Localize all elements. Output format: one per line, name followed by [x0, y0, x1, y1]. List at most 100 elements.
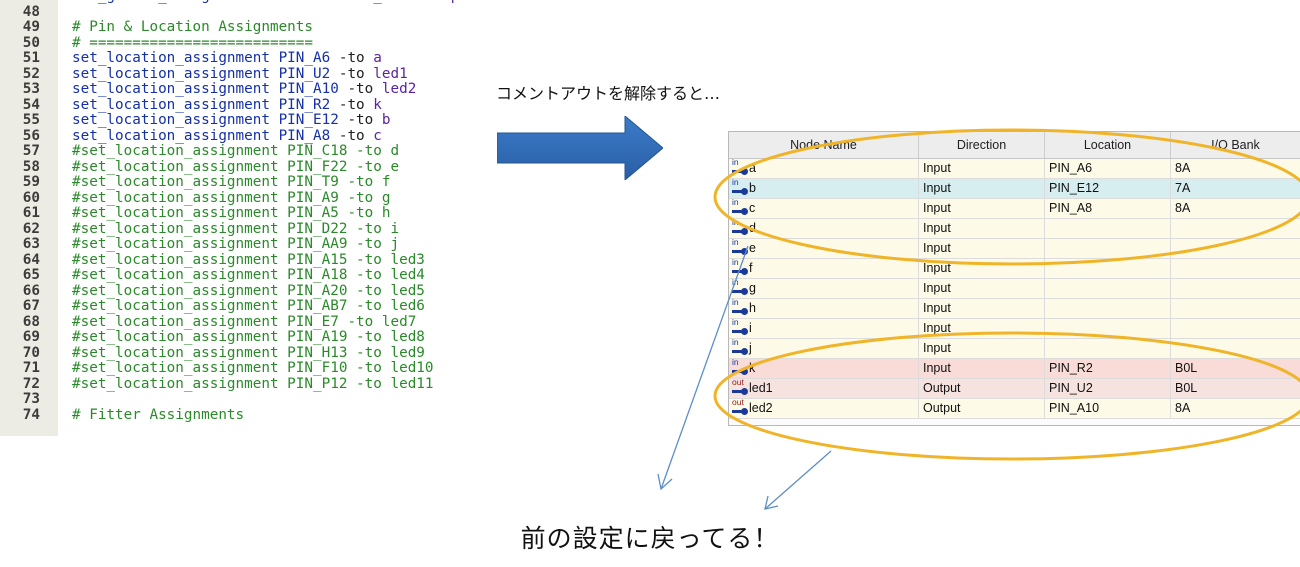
location-cell[interactable]: PIN_R2	[1045, 359, 1171, 378]
io-bank-cell[interactable]	[1171, 279, 1300, 298]
code-line[interactable]: 58#set_location_assignment PIN_F22 -to e	[0, 159, 500, 176]
code-line[interactable]: 59#set_location_assignment PIN_T9 -to f	[0, 174, 500, 191]
header-direction[interactable]: Direction	[919, 132, 1045, 158]
code-line[interactable]: 74# Fitter Assignments	[0, 407, 500, 424]
pin-assignment-table[interactable]: Node Name Direction Location I/O Bank in…	[728, 131, 1300, 426]
io-bank-cell[interactable]: 8A	[1175, 201, 1191, 215]
location-cell[interactable]: PIN_A8	[1045, 199, 1171, 218]
code-line[interactable]: 57#set_location_assignment PIN_C18 -to d	[0, 143, 500, 160]
code-line[interactable]: 69#set_location_assignment PIN_A19 -to l…	[0, 329, 500, 346]
code-line[interactable]: 64#set_location_assignment PIN_A15 -to l…	[0, 252, 500, 269]
code-line[interactable]: 71#set_location_assignment PIN_F10 -to l…	[0, 360, 500, 377]
location-cell[interactable]	[1045, 299, 1171, 318]
location-cell[interactable]	[1045, 219, 1171, 238]
code-line[interactable]: 70#set_location_assignment PIN_H13 -to l…	[0, 345, 500, 362]
location-cell[interactable]: PIN_A10	[1045, 399, 1171, 418]
io-bank-cell[interactable]: 8A	[1175, 161, 1191, 175]
io-bank-cell[interactable]	[1171, 339, 1300, 358]
code-line[interactable]: 73	[0, 391, 500, 408]
code-line[interactable]: 50# ==========================	[0, 35, 500, 52]
direction-cell[interactable]: Input	[919, 199, 1045, 218]
direction-cell[interactable]: Input	[919, 179, 1045, 198]
code-line[interactable]: 66#set_location_assignment PIN_A20 -to l…	[0, 283, 500, 300]
line-number: 61	[22, 205, 40, 221]
io-bank-cell[interactable]	[1171, 259, 1300, 278]
header-location[interactable]: Location	[1045, 132, 1171, 158]
io-bank-cell[interactable]	[1171, 299, 1300, 318]
io-bank-cell[interactable]: B0L	[1175, 361, 1198, 375]
direction-cell[interactable]: Input	[919, 319, 1045, 338]
io-bank-cell[interactable]	[1171, 319, 1300, 338]
code-line[interactable]: 68#set_location_assignment PIN_E7 -to le…	[0, 314, 500, 331]
location-cell[interactable]: PIN_U2	[1045, 379, 1171, 398]
location-cell[interactable]	[1045, 319, 1171, 338]
direction-cell[interactable]: Input	[919, 279, 1045, 298]
io-bank-cell[interactable]: 7A	[1175, 181, 1191, 195]
direction-cell[interactable]: Output	[919, 399, 1045, 418]
location-cell[interactable]	[1045, 239, 1171, 258]
header-node-name[interactable]: Node Name	[729, 132, 919, 158]
code-editor[interactable]: 47set_global_assignment -name VERILOG_FI…	[0, 0, 500, 436]
code-line[interactable]: 65#set_location_assignment PIN_A18 -to l…	[0, 267, 500, 284]
code-line[interactable]: 62#set_location_assignment PIN_D22 -to i	[0, 221, 500, 238]
code-line[interactable]: 48	[0, 4, 500, 21]
direction-cell[interactable]: Input	[919, 339, 1045, 358]
header-io-bank[interactable]: I/O Bank	[1211, 138, 1260, 152]
code-line[interactable]: 47set_global_assignment -name VERILOG_FI…	[0, 0, 500, 5]
location-cell[interactable]	[1045, 279, 1171, 298]
location-cell[interactable]	[1045, 259, 1171, 278]
direction-cell[interactable]: Input	[919, 159, 1045, 178]
location-cell[interactable]	[1045, 339, 1171, 358]
direction-cell[interactable]: Input	[919, 359, 1045, 378]
code-line[interactable]: 67#set_location_assignment PIN_AB7 -to l…	[0, 298, 500, 315]
direction-cell[interactable]: Output	[919, 379, 1045, 398]
location-cell[interactable]: PIN_E12	[1045, 179, 1171, 198]
io-bank-cell[interactable]: B0L	[1175, 381, 1198, 395]
direction-cell[interactable]: Input	[919, 219, 1045, 238]
code-line[interactable]: 49# Pin & Location Assignments	[0, 19, 500, 36]
code-line[interactable]: 61#set_location_assignment PIN_A5 -to h	[0, 205, 500, 222]
code-line[interactable]: 60#set_location_assignment PIN_A9 -to g	[0, 190, 500, 207]
direction-cell[interactable]: Input	[919, 299, 1045, 318]
io-bank-cell[interactable]: 8A	[1175, 401, 1191, 415]
code-line[interactable]: 63#set_location_assignment PIN_AA9 -to j	[0, 236, 500, 253]
code-line[interactable]: 72#set_location_assignment PIN_P12 -to l…	[0, 376, 500, 393]
io-bank-cell[interactable]	[1171, 219, 1300, 238]
direction-cell[interactable]: Input	[919, 259, 1045, 278]
location-cell[interactable]: PIN_A6	[1045, 159, 1171, 178]
direction-cell[interactable]: Input	[919, 239, 1045, 258]
io-bank-cell[interactable]	[1171, 239, 1300, 258]
